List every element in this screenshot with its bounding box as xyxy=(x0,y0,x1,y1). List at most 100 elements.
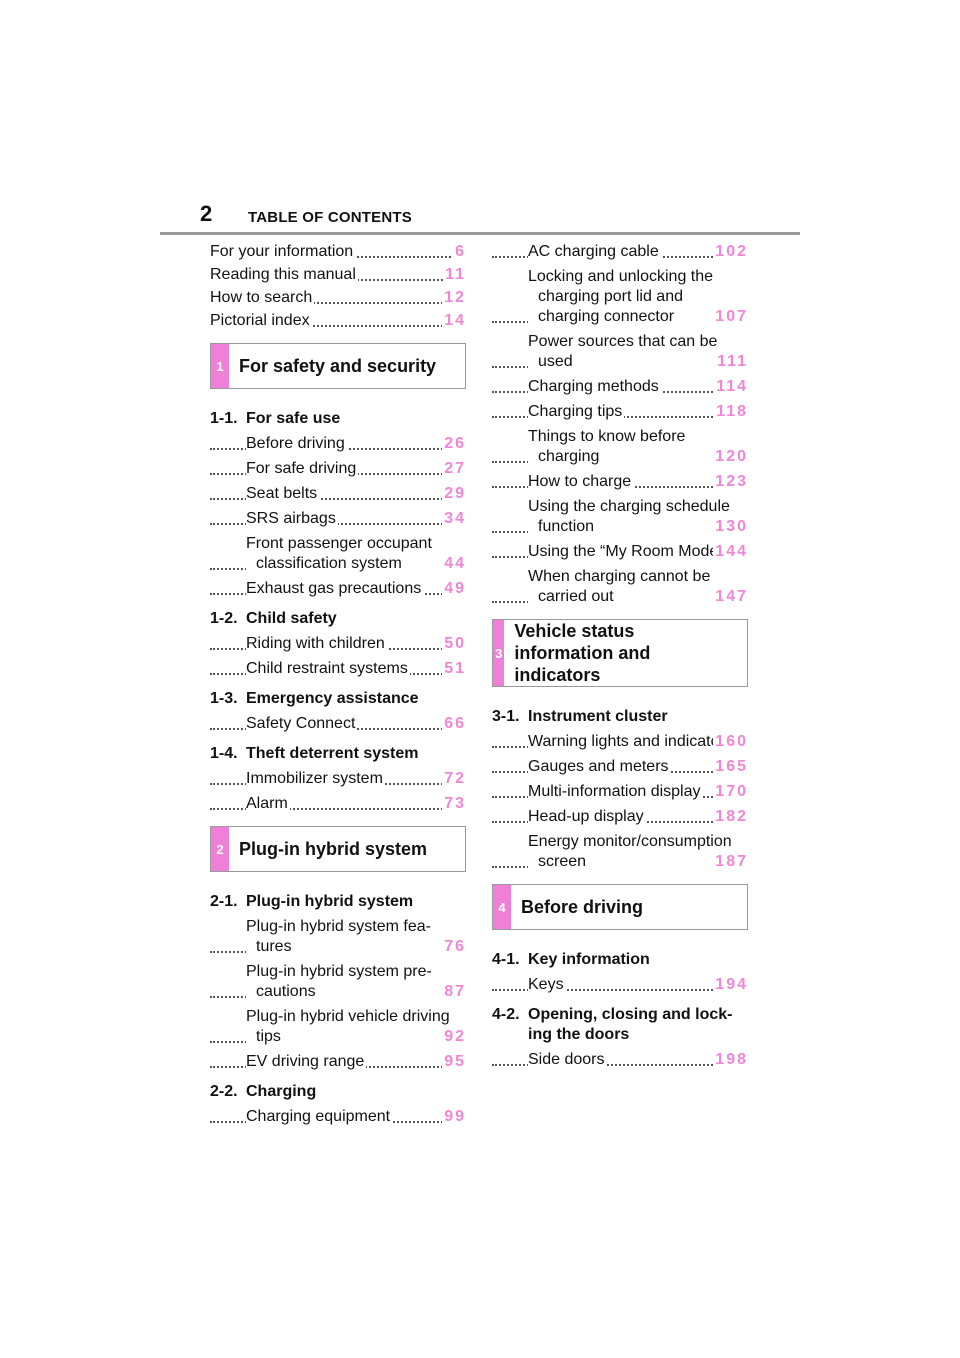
section-header-1[interactable]: 1 For safety and security xyxy=(210,343,466,389)
subsection-heading: 1-3.Emergency assistance xyxy=(210,689,466,709)
toc-entry-page[interactable]: 198 xyxy=(713,1050,748,1070)
toc-entry-title: Safety Connect xyxy=(246,714,358,734)
toc-entry-page[interactable]: 76 xyxy=(442,937,466,957)
toc-entry-page[interactable]: 92 xyxy=(442,1027,466,1047)
toc-entry-page[interactable]: 194 xyxy=(713,975,748,995)
toc-entry-page[interactable]: 165 xyxy=(713,757,748,777)
subsection-title: Plug-in hybrid system xyxy=(246,893,414,910)
toc-entry-page[interactable]: 123 xyxy=(713,472,748,492)
toc-entry[interactable]: Charging equipment 99 xyxy=(210,1107,466,1127)
toc-entry-page[interactable]: 73 xyxy=(442,794,466,814)
toc-entry-page[interactable]: 111 xyxy=(715,352,748,372)
toc-entry-page[interactable]: 118 xyxy=(714,402,748,422)
toc-entry-title: Reading this manual xyxy=(210,266,358,283)
toc-entry-title: Riding with children xyxy=(246,634,387,654)
toc-entry-title: For safe driving xyxy=(246,459,359,479)
toc-entry-title: When charging cannot be carried out xyxy=(528,567,748,607)
toc-entry-page[interactable]: 147 xyxy=(713,587,748,607)
subsection-heading: 4-1.Key information xyxy=(492,950,748,970)
section-header-3[interactable]: 3 Vehicle status information and indicat… xyxy=(492,619,748,687)
toc-entry-page[interactable]: 6 xyxy=(453,242,466,262)
toc-entry[interactable]: Using the “My Room Mode”144 xyxy=(492,542,748,562)
toc-entry-page[interactable]: 26 xyxy=(442,434,466,454)
page-header: TABLE OF CONTENTS xyxy=(248,209,412,226)
toc-entry-page[interactable]: 170 xyxy=(713,782,748,802)
toc-entry-page[interactable]: 11 xyxy=(443,265,466,285)
subsection-title: Child safety xyxy=(246,610,337,627)
toc-entry-title: Charging equipment xyxy=(246,1107,393,1127)
toc-entry-page[interactable]: 107 xyxy=(713,307,748,327)
section-header-2[interactable]: 2 Plug-in hybrid system xyxy=(210,826,466,872)
toc-entry-page[interactable]: 130 xyxy=(713,517,748,537)
toc-entry-page[interactable]: 182 xyxy=(713,807,748,827)
section-header-4[interactable]: 4 Before driving xyxy=(492,884,748,930)
toc-entry-page[interactable]: 144 xyxy=(713,542,748,562)
toc-entry-page[interactable]: 44 xyxy=(442,554,466,574)
toc-entry-page[interactable]: 72 xyxy=(442,769,466,789)
toc-entry-page[interactable]: 187 xyxy=(713,852,748,872)
toc-entry[interactable]: Riding with children 50 xyxy=(210,634,466,654)
toc-entry-page[interactable]: 99 xyxy=(442,1107,466,1127)
toc-entry[interactable]: Front passenger occupant classification … xyxy=(210,534,466,574)
toc-entry[interactable]: Reading this manual 11 xyxy=(210,265,466,285)
toc-entry[interactable]: Safety Connect 66 xyxy=(210,714,466,734)
leader-dots xyxy=(210,302,466,304)
toc-entry-page[interactable]: 51 xyxy=(442,659,466,679)
toc-entry-title: Exhaust gas precautions xyxy=(246,579,424,599)
toc-entry-title: Pictorial index xyxy=(210,312,312,329)
toc-entry-page[interactable]: 29 xyxy=(442,484,466,504)
toc-entry-page[interactable]: 102 xyxy=(713,242,748,262)
toc-entry-title: Energy monitor/consumption screen xyxy=(528,832,748,872)
toc-entry-page[interactable]: 12 xyxy=(442,288,466,308)
toc-entry-page[interactable]: 49 xyxy=(442,579,466,599)
toc-entry-page[interactable]: 14 xyxy=(442,311,466,331)
toc-entry-page[interactable]: 66 xyxy=(442,714,466,734)
toc-entry-page[interactable]: 120 xyxy=(713,447,748,467)
toc-entry-page[interactable]: 160 xyxy=(713,732,748,752)
toc-entry[interactable]: Locking and unlocking the charging port … xyxy=(492,267,748,327)
toc-entry[interactable]: Exhaust gas precautions 49 xyxy=(210,579,466,599)
toc-entry-page[interactable]: 95 xyxy=(442,1052,466,1072)
section-title: For safety and security xyxy=(239,356,437,376)
toc-list: Charging equipment 99 xyxy=(210,1107,466,1127)
section-badge: 1 xyxy=(211,344,229,388)
toc-entry-page[interactable]: 50 xyxy=(442,634,466,654)
subsection-title: Emergency assistance xyxy=(246,690,419,707)
toc-entry-page[interactable]: 27 xyxy=(442,459,466,479)
toc-entry[interactable]: For safe driving 27 xyxy=(210,459,466,479)
toc-entry[interactable]: Pictorial index 14 xyxy=(210,311,466,331)
toc-entry-page[interactable]: 87 xyxy=(442,982,466,1002)
toc-entry-page[interactable]: 34 xyxy=(442,509,466,529)
subsection-heading: 1-2.Child safety xyxy=(210,609,466,629)
toc-entry-page[interactable]: 114 xyxy=(714,377,748,397)
